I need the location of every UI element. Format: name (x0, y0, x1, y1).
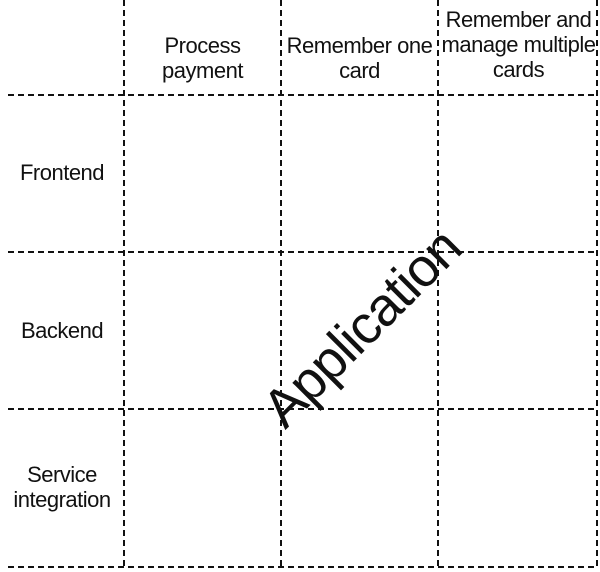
row-header: Service integration (13, 462, 111, 512)
column-header: Remember one card (286, 33, 433, 83)
column-header: Remember and manage multiple cards (441, 7, 596, 82)
row-header: Backend (20, 318, 104, 343)
row-header: Frontend (19, 160, 105, 185)
column-header: Process payment (162, 33, 243, 83)
